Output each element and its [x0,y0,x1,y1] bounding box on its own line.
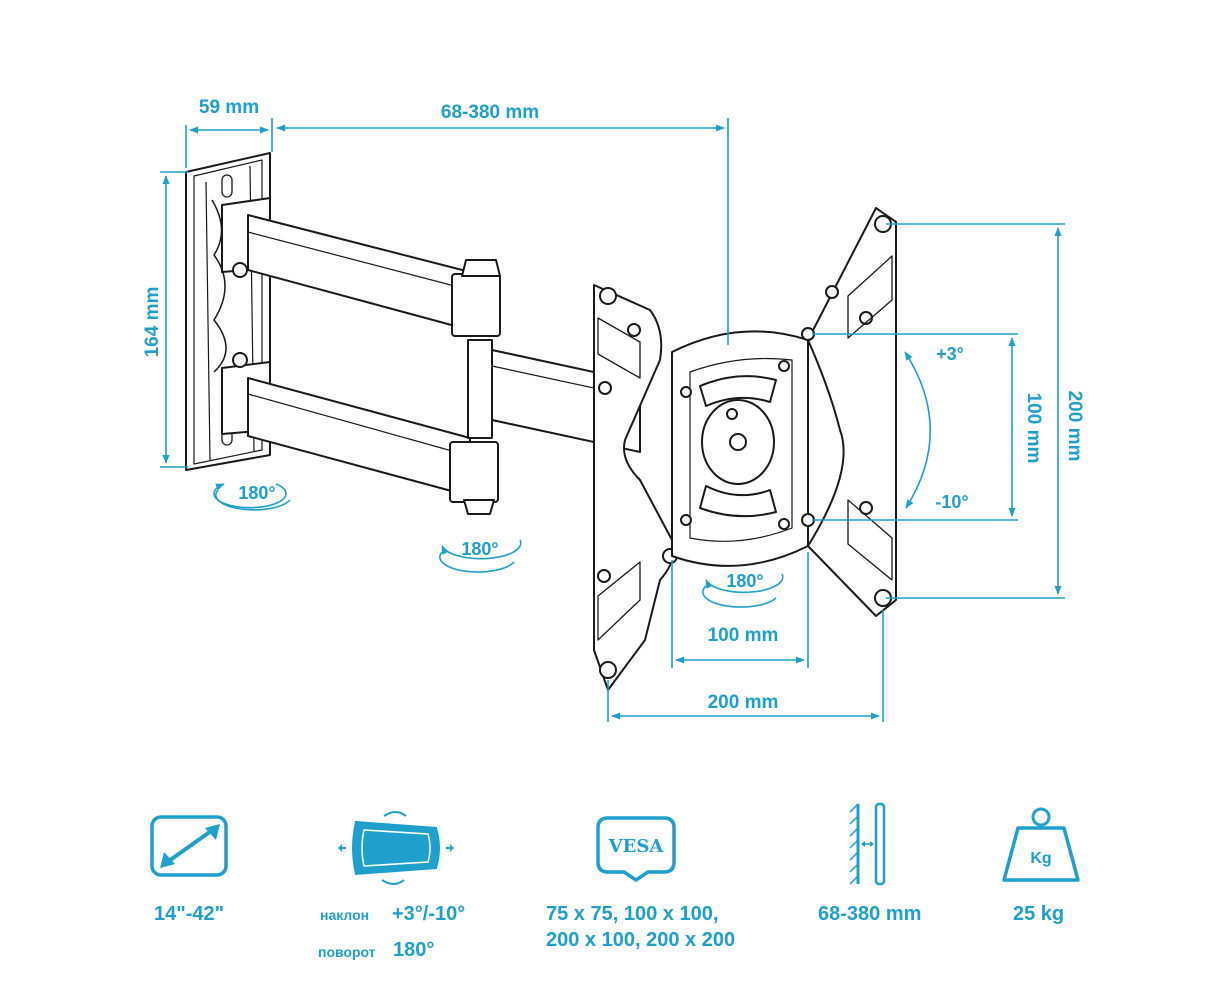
wall-distance-icon [849,802,886,886]
kg-badge-text: Kg [1030,850,1051,867]
tilt-down-label: -10° [935,492,968,512]
wall-swivel-label: 180° [238,483,275,503]
vesa-h-large-label: 200 mm [708,692,779,713]
vesa-badge-icon: VESA [596,816,676,883]
vesa-sizes-line1: 75 x 75, 100 x 100, [546,903,719,925]
tilt-label: наклон [320,907,370,923]
vesa-arm-right [801,207,897,617]
arm-swivel-label: 180° [461,539,498,559]
max-load-value: 25 kg [1013,903,1065,925]
swivel-value: 180° [393,939,435,961]
lower-arm [221,352,499,515]
vesa-arm-left [593,284,678,691]
reach-label: 68-380 mm [441,102,539,123]
screen-size-value: 14"-42" [154,903,225,925]
vesa-badge-text: VESA [608,836,665,857]
center-plate [671,330,809,567]
dimension-lines [160,118,1065,722]
tilt-value: +3°/-10° [392,903,466,925]
plate-rotate-label: 180° [726,571,763,591]
tilt-up-label: +3° [936,344,964,364]
bracket-drawing [185,152,897,691]
weight-kg-icon: Kg [1002,807,1080,882]
wall-distance-value: 68-380 mm [818,903,922,925]
vesa-h-small-label: 100 mm [708,625,779,646]
vesa-v-large-label: 200 mm [1064,391,1085,462]
vesa-sizes-line2: 200 x 100, 200 x 200 [546,929,736,951]
upper-arm [221,197,501,337]
vesa-v-small-label: 100 mm [1023,393,1044,464]
plate-height-label: 164 mm [142,287,163,358]
diagonal-arrow-icon [150,815,228,877]
swivel-label: поворот [318,944,376,960]
tilt-swivel-screen-icon [338,811,454,885]
depth-plate-label: 59 mm [199,97,259,118]
